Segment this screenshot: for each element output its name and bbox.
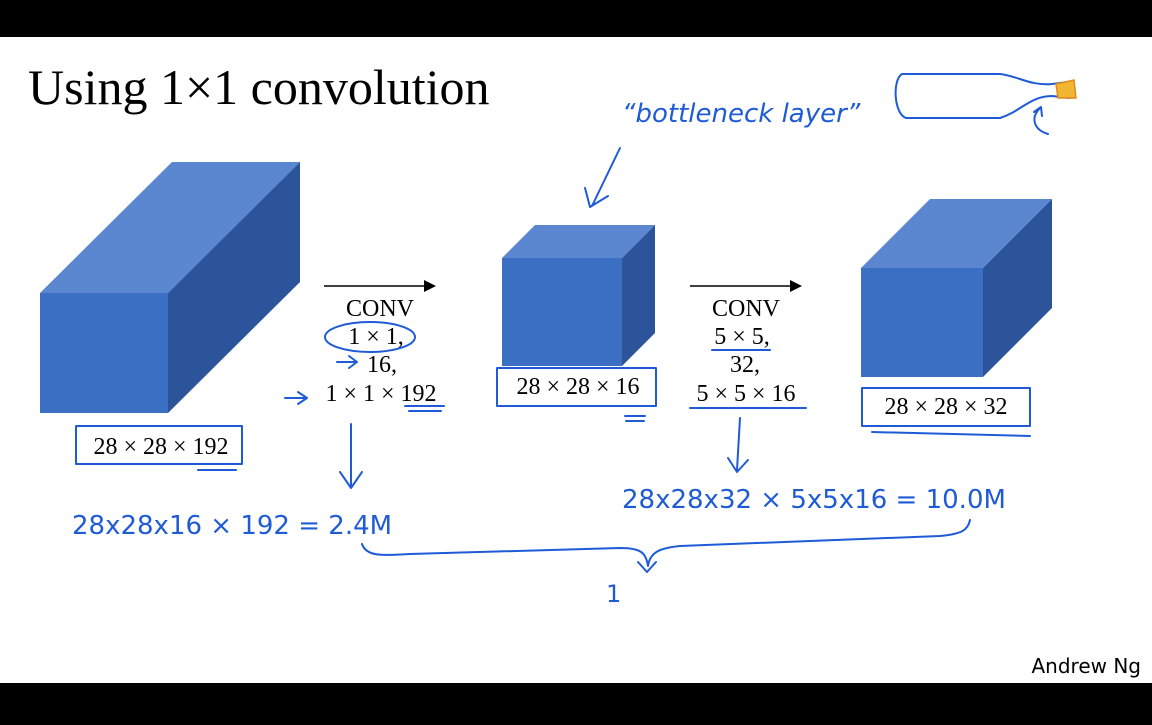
conv1-filter-arrow-icon (284, 391, 308, 405)
conv1-arrow (324, 280, 436, 292)
conv1-op: CONV (346, 296, 415, 322)
input-volume-front (40, 293, 168, 413)
page-title: Using 1×1 convolution (28, 59, 490, 115)
cost2-text: 28x28x32 × 5x5x16 = 10.0M (622, 485, 1006, 515)
conv1-size: 1 × 1, (348, 324, 404, 350)
total-text: 1 (606, 580, 621, 608)
input-volume (40, 162, 300, 413)
cost2-down-arrow-icon (727, 417, 749, 473)
input-volume-side (168, 162, 300, 413)
output-label-box (861, 387, 1031, 427)
bottleneck-note: “bottleneck layer” (622, 99, 861, 129)
bottleneck-underline (624, 415, 646, 422)
output-volume (861, 199, 1052, 377)
input-volume-label: 28 × 28 × 192 (93, 434, 228, 460)
author-name: Andrew Ng (1031, 654, 1141, 678)
conv1-count-arrow-icon (336, 355, 358, 369)
bottleneck-volume-front (502, 258, 622, 366)
output-underline (871, 431, 1031, 437)
conv2-count: 32, (730, 352, 760, 378)
total-brace-tip-icon (637, 561, 657, 573)
conv2-op: CONV (712, 296, 781, 322)
bottleneck-pointer-arrow-icon (584, 147, 621, 208)
input-volume-top (40, 162, 300, 293)
output-volume-front (861, 268, 983, 377)
output-volume-label: 28 × 28 × 32 (884, 394, 1007, 420)
cost1-down-arrow-icon (339, 423, 363, 489)
output-volume-top (861, 199, 1052, 268)
bottle-doodle-icon (894, 73, 1077, 135)
conv2-size: 5 × 5, (714, 324, 770, 350)
input-label-box (75, 425, 243, 465)
bottleneck-label-box (496, 367, 657, 407)
conv2-arrow (690, 280, 802, 292)
bottleneck-volume-side (622, 225, 655, 366)
conv2-filter: 5 × 5 × 16 (696, 381, 795, 407)
conv1-size-circle (324, 321, 416, 353)
conv1-filter-underline (404, 405, 445, 412)
bottleneck-volume (502, 225, 655, 366)
conv1-count: 16, (367, 352, 397, 378)
bottleneck-volume-top (502, 225, 655, 258)
total-brace (361, 519, 971, 567)
bottleneck-volume-label: 28 × 28 × 16 (516, 374, 639, 400)
cost1-text: 28x28x16 × 192 = 2.4M (72, 511, 392, 541)
conv1-filter: 1 × 1 × 192 (325, 381, 436, 407)
output-volume-side (983, 199, 1052, 377)
